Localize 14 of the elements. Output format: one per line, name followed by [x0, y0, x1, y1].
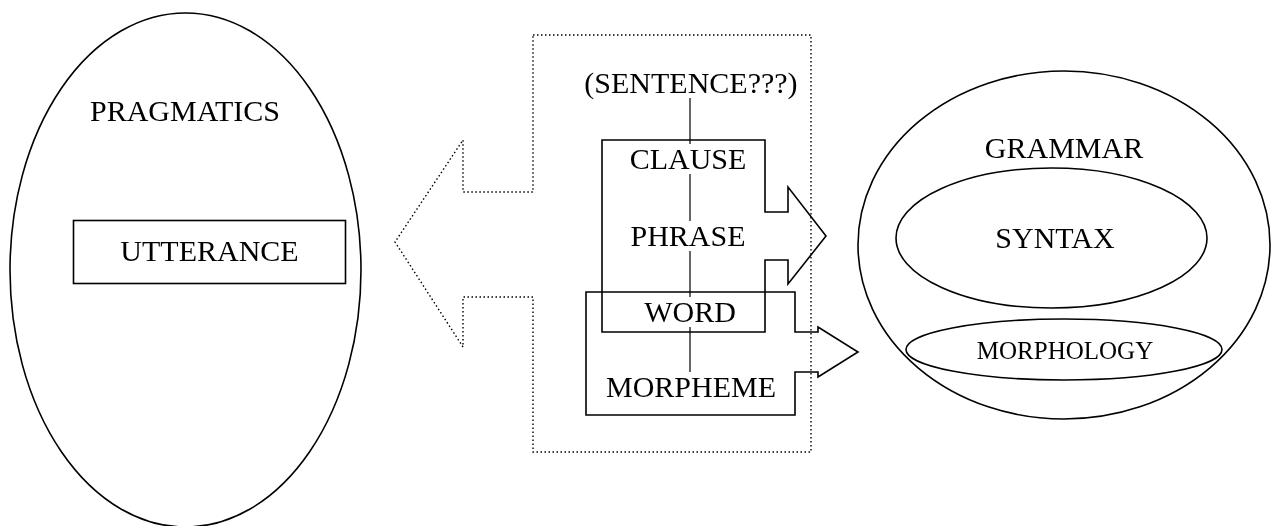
connector-line [689, 97, 691, 145]
node-label: GRAMMAR [983, 133, 1145, 163]
level-label: CLAUSE [628, 144, 748, 174]
node-label: UTTERANCE [119, 236, 300, 268]
level-label: WORD [643, 297, 737, 327]
node-label: SYNTAX [994, 223, 1116, 253]
connector-line [689, 173, 691, 222]
connector-line [689, 250, 691, 298]
level-label: MORPHEME [605, 372, 777, 402]
node-label: PRAGMATICS [88, 96, 282, 128]
node-label: MORPHOLOGY [975, 336, 1155, 364]
level-label: (SENTENCE???) [583, 68, 799, 98]
level-label: PHRASE [629, 221, 747, 251]
connector-line [689, 326, 691, 373]
